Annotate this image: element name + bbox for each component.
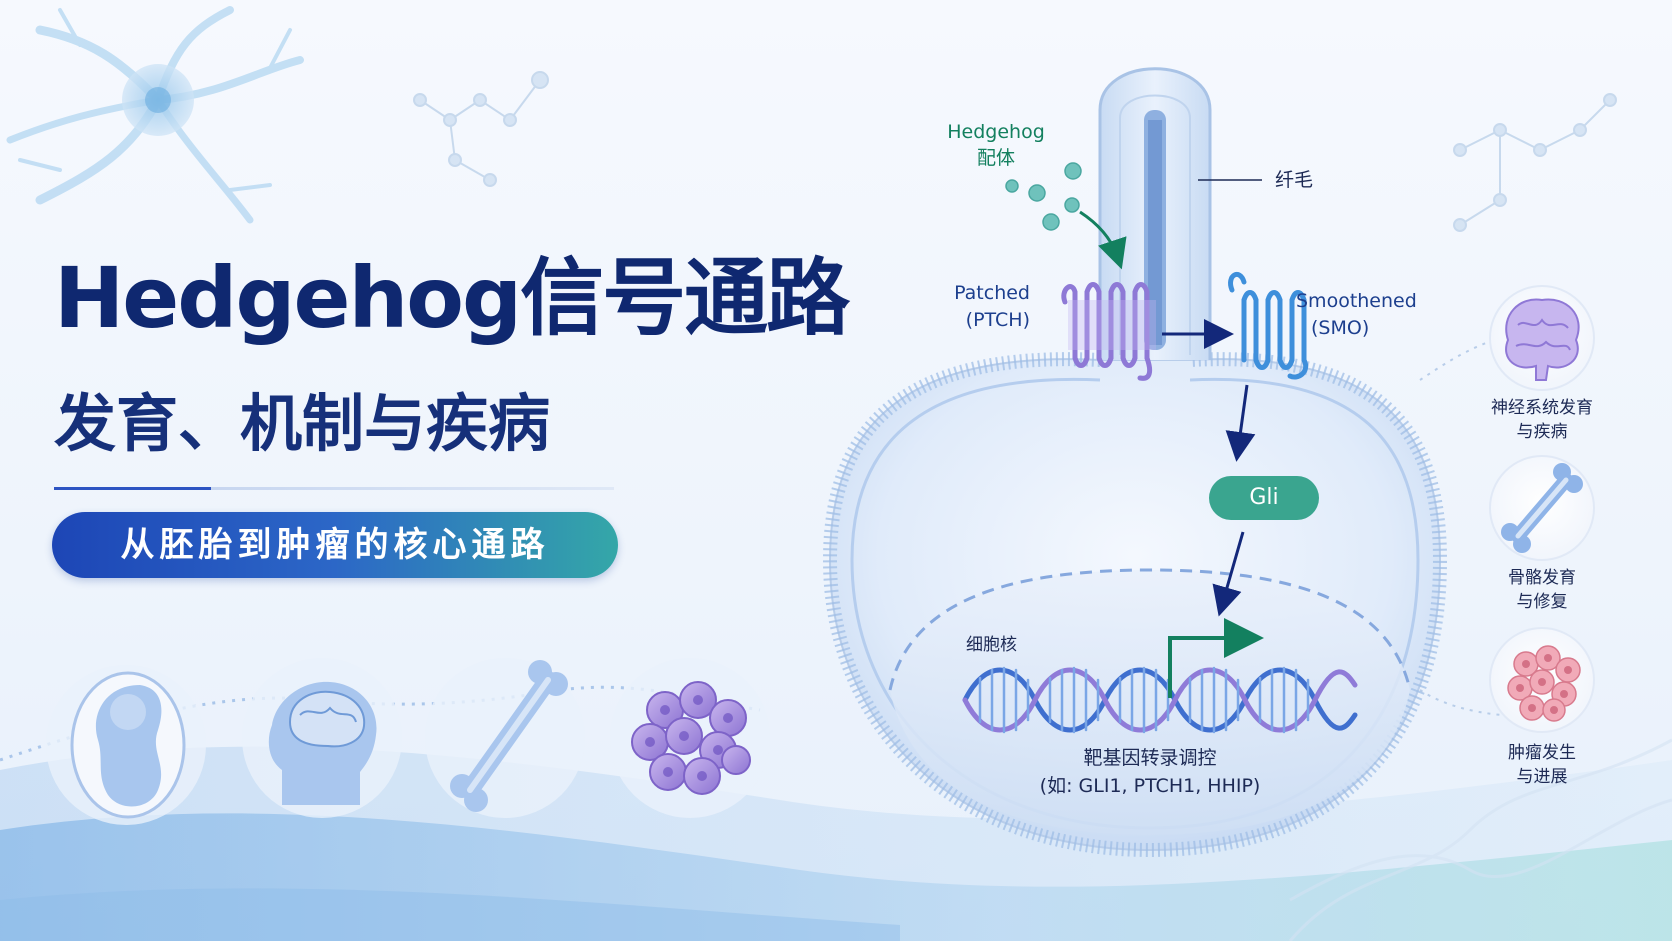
smoothened-label: Smoothened <box>1296 290 1417 312</box>
side-tumor-cells-icon <box>1489 627 1595 733</box>
primary-cilium <box>1098 67 1262 360</box>
tagline-pill: 从胚胎到肿瘤的核心通路 <box>52 512 618 578</box>
side-label-tumor-line1: 肿瘤发生 <box>1508 743 1576 763</box>
side-bone-icon <box>1489 455 1595 561</box>
page-title: Hedgehog信号通路 <box>54 249 850 347</box>
target-gene-examples: (如: GLI1, PTCH1, HHIP) <box>1039 775 1261 797</box>
embryo-icon <box>46 665 206 825</box>
patched-abbr: (PTCH) <box>965 309 1030 331</box>
page-subtitle: 发育、机制与疾病 <box>54 387 551 460</box>
ligand-label: Hedgehog <box>947 121 1045 143</box>
ligand-label-2: 配体 <box>976 147 1015 169</box>
bone-icon <box>425 658 585 818</box>
tagline-text: 从胚胎到肿瘤的核心通路 <box>120 525 550 565</box>
side-label-tumor-line2: 与进展 <box>1516 767 1568 787</box>
gli-protein <box>1209 476 1319 520</box>
transcription-start-arrow <box>1168 618 1264 698</box>
gli-label: Gli <box>1249 485 1279 510</box>
patched-label: Patched <box>954 282 1030 304</box>
nucleus <box>888 568 1412 835</box>
hedgehog-ligand-icon <box>1005 162 1082 231</box>
dna-decoration-icon <box>1288 738 1672 941</box>
ligand-binding-arrow <box>1079 210 1127 270</box>
side-brain-icon <box>1489 285 1595 391</box>
tumor-cluster-icon <box>610 658 770 818</box>
side-label-bone-line1: 骨骼发育 <box>1508 568 1576 588</box>
patched-receptor-icon <box>1061 282 1153 381</box>
molecule-decoration-icon <box>413 71 1617 232</box>
smoothened-abbr: (SMO) <box>1311 317 1370 339</box>
gli-to-nucleus-arrow <box>1212 531 1245 617</box>
dna-helix-icon <box>962 666 1358 734</box>
smo-to-gli-arrow <box>1225 384 1256 462</box>
nucleus-label: 细胞核 <box>966 635 1017 655</box>
smoothened-receptor-icon <box>1228 272 1308 380</box>
cilium-label: 纤毛 <box>1275 169 1314 191</box>
head-brain-icon <box>242 658 402 818</box>
target-gene-label: 靶基因转录调控 <box>1083 747 1217 769</box>
side-label-bone-line2: 与修复 <box>1516 592 1568 612</box>
title-divider <box>54 487 614 490</box>
side-label-neuro-line2: 与疾病 <box>1516 422 1568 442</box>
side-label-neuro-line1: 神经系统发育 <box>1491 398 1593 418</box>
